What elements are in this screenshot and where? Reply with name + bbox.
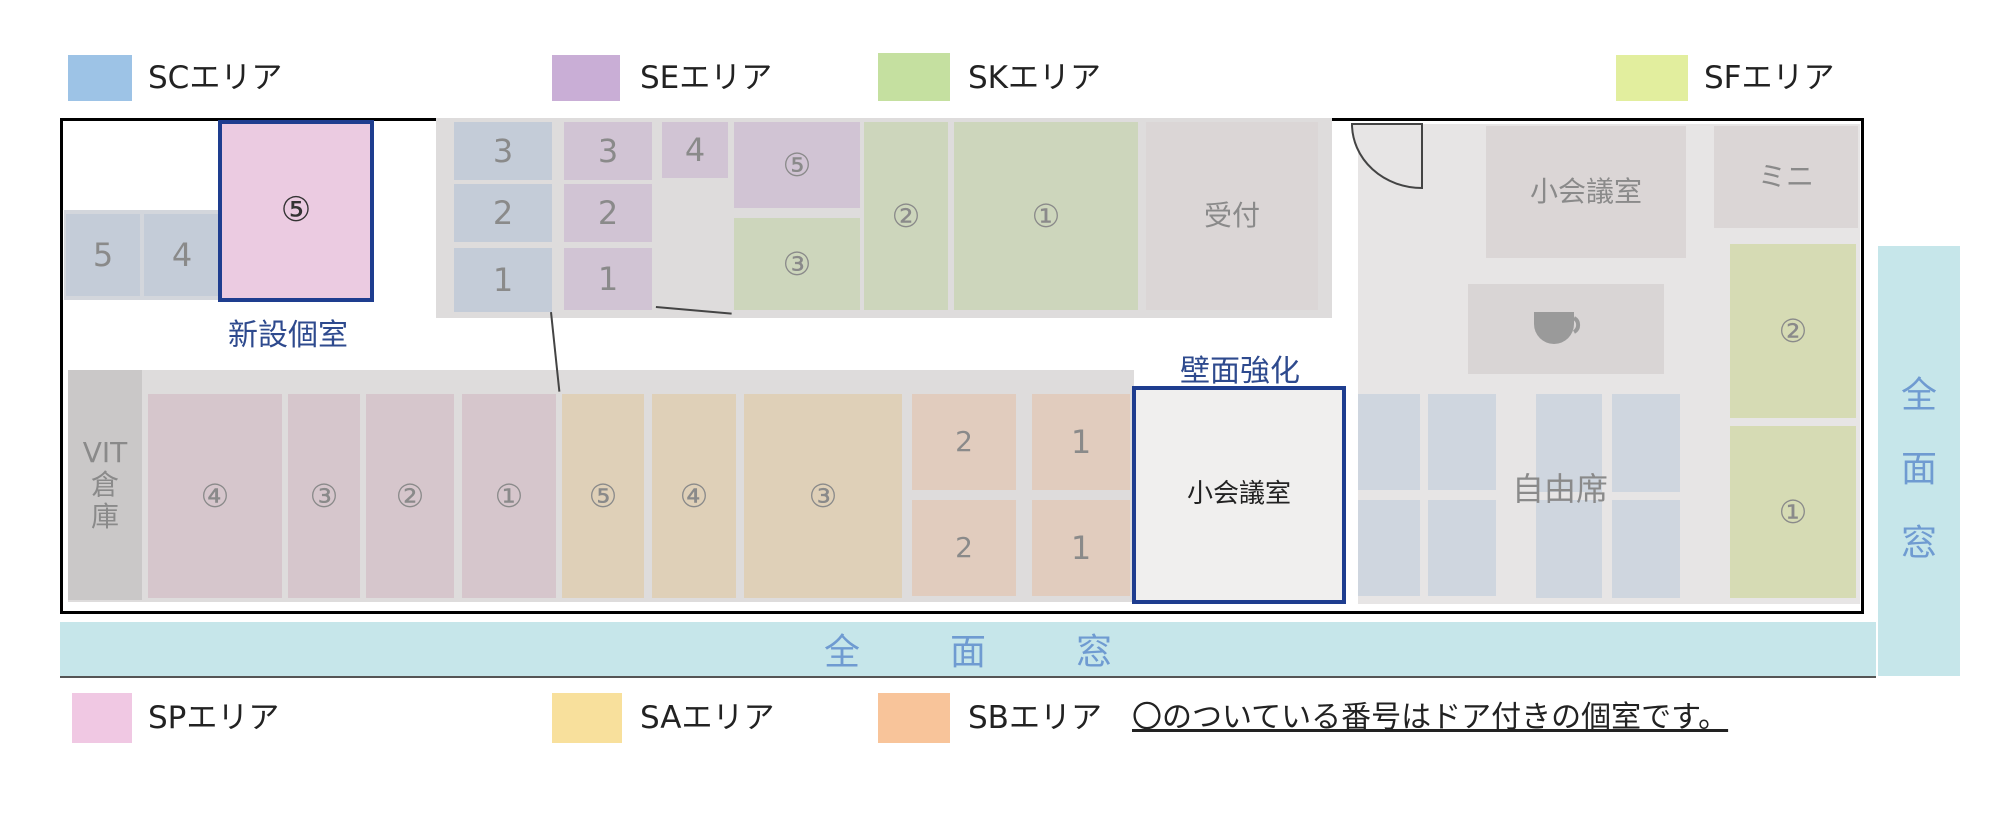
legend-swatch-sb <box>878 693 950 743</box>
room-sa-4: ④ <box>652 394 736 598</box>
legend-swatch-se <box>552 55 620 101</box>
door-note: 〇のついている番号はドア付きの個室です。 <box>1132 700 1729 735</box>
legend-swatch-sa <box>552 693 622 743</box>
window-right-char-2: 面 <box>1900 449 1937 490</box>
room-lower-2: ② <box>366 394 454 598</box>
free-seats-label: 自由席 <box>1511 469 1608 508</box>
desk-5 <box>1358 500 1420 596</box>
window-right: 全 面 窓 <box>1878 246 1960 676</box>
wall-reinforce-label: 壁面強化 <box>1180 354 1300 389</box>
legend-label-sf: SFエリア <box>1704 60 1835 96</box>
room-se-5: ⑤ <box>734 122 860 208</box>
room-se-2: 2 <box>564 184 652 242</box>
room-small-meeting-main: 小会議室 <box>1132 386 1346 604</box>
room-sc-3: 3 <box>454 122 552 180</box>
room-sa-3: ③ <box>744 394 902 598</box>
window-bottom-char-2: 面 <box>949 632 986 673</box>
room-se-3: 3 <box>564 122 652 180</box>
room-lower-3: ③ <box>288 394 360 598</box>
desk-7 <box>1536 500 1602 598</box>
legend-swatch-sk <box>878 53 950 101</box>
desk-1 <box>1358 394 1420 490</box>
room-sk-3: ③ <box>734 218 860 310</box>
legend-label-sk: SKエリア <box>968 60 1102 96</box>
room-sb-1-bottom: 1 <box>1032 500 1130 596</box>
window-bottom-char-3: 窓 <box>1076 632 1113 673</box>
room-reception: 受付 <box>1146 122 1318 310</box>
door-icon <box>1350 123 1423 190</box>
legend-label-sa: SAエリア <box>640 700 775 736</box>
legend-swatch-sp <box>72 693 132 743</box>
room-se-1: 1 <box>564 248 652 310</box>
desk-3 <box>1536 394 1602 492</box>
room-sb-2-top: 2 <box>912 394 1016 490</box>
room-sk-1: ① <box>954 122 1138 310</box>
desk-6 <box>1428 500 1496 596</box>
legend-label-sp: SPエリア <box>148 700 280 736</box>
cup-icon <box>1534 312 1581 344</box>
room-sp-5: ⑤ <box>218 120 374 302</box>
room-vit-storage: VIT 倉 庫 <box>68 370 142 600</box>
room-sk-2: ② <box>864 122 948 310</box>
desk-4 <box>1612 394 1680 492</box>
legend-label-se: SEエリア <box>640 60 773 96</box>
room-lower-4: ④ <box>148 394 282 598</box>
desk-2 <box>1428 394 1496 490</box>
desk-8 <box>1612 500 1680 598</box>
room-sb-1-top: 1 <box>1032 394 1130 490</box>
room-sf-2: ② <box>1730 244 1856 418</box>
window-bottom: 全 面 窓 <box>60 622 1876 678</box>
new-room-label: 新設個室 <box>228 318 348 353</box>
room-sb-2-bottom: 2 <box>912 500 1016 596</box>
room-lower-1: ① <box>462 394 556 598</box>
room-sf-1: ① <box>1730 426 1856 598</box>
room-sc-2: 2 <box>454 184 552 242</box>
room-mini: ミニ <box>1714 126 1858 228</box>
room-sc-5: 5 <box>66 214 140 296</box>
legend-label-sb: SBエリア <box>968 700 1102 736</box>
window-right-char-3: 窓 <box>1900 523 1937 564</box>
room-sc-1: 1 <box>454 248 552 312</box>
window-right-char-1: 全 <box>1900 375 1937 416</box>
window-bottom-char-1: 全 <box>823 632 860 673</box>
legend-label-sc: SCエリア <box>148 60 283 96</box>
legend-swatch-sf <box>1616 55 1688 101</box>
room-sa-5: ⑤ <box>562 394 644 598</box>
room-se-4: 4 <box>662 122 728 178</box>
legend-swatch-sc <box>68 55 132 101</box>
room-sc-4: 4 <box>144 214 220 296</box>
room-small-meeting-top: 小会議室 <box>1486 126 1686 258</box>
